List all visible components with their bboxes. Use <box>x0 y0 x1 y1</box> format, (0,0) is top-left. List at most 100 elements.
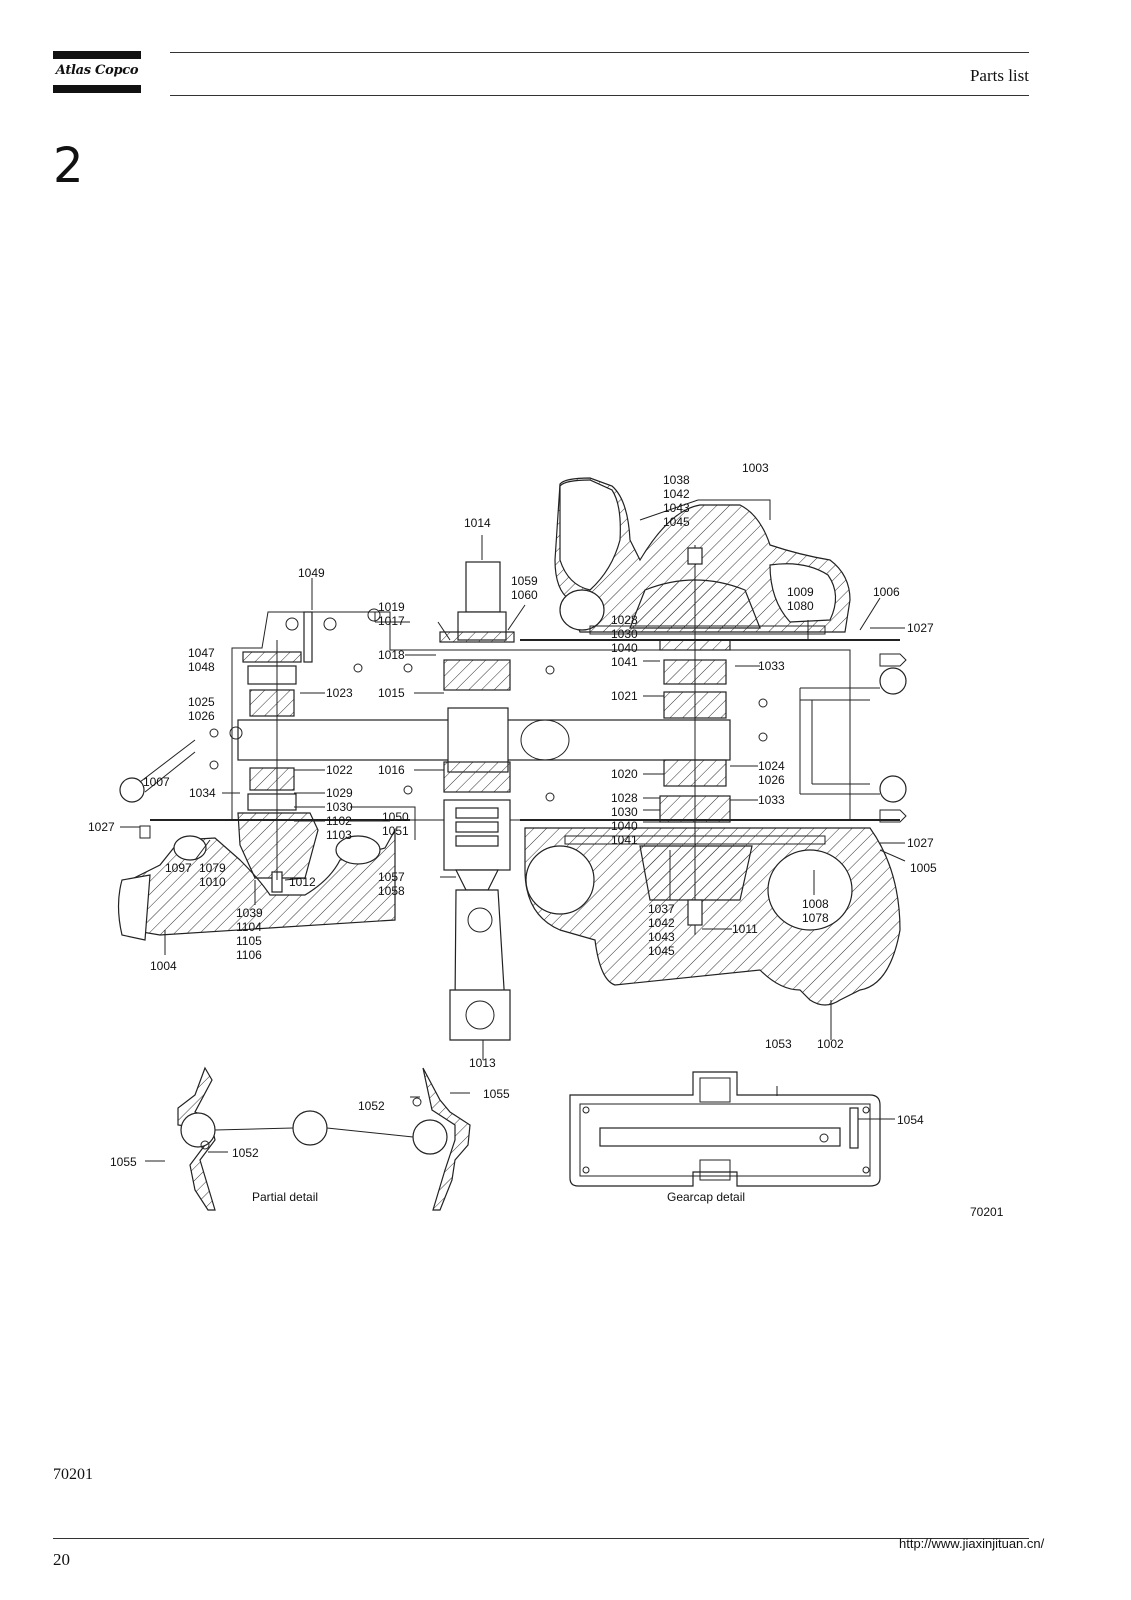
label-1013: 1013 <box>469 1056 496 1070</box>
label-1052-detail-left: 1052 <box>232 1146 259 1160</box>
gear-casing <box>209 608 851 821</box>
label-1104: 1104 <box>236 920 262 934</box>
label-1034: 1034 <box>189 786 216 800</box>
label-1097: 1097 <box>165 861 192 875</box>
label-1008: 1008 <box>802 897 829 911</box>
label-1055-detail-left: 1055 <box>110 1155 137 1169</box>
label-1027-top: 1027 <box>907 621 934 635</box>
label-1016: 1016 <box>378 763 405 777</box>
label-1026-left: 1026 <box>188 709 215 723</box>
label-1059: 1059 <box>511 574 538 588</box>
label-1042-bottom: 1042 <box>648 916 675 930</box>
label-1047: 1047 <box>188 646 215 660</box>
left-pinion-assembly <box>237 611 319 893</box>
logo-bar-top <box>53 51 141 59</box>
right-pinion-assembly <box>564 545 826 935</box>
label-1011: 1011 <box>732 922 758 936</box>
label-1005: 1005 <box>910 861 937 875</box>
label-1012: 1012 <box>289 875 316 889</box>
brand-logo: Atlas Copco <box>55 63 139 78</box>
label-1053: 1053 <box>765 1037 792 1051</box>
label-1060: 1060 <box>511 588 538 602</box>
lower-volute-housing <box>524 827 901 1006</box>
label-1057: 1057 <box>378 870 405 884</box>
label-1050: 1050 <box>382 810 409 824</box>
label-1049: 1049 <box>298 566 325 580</box>
gearcap-detail-caption: Gearcap detail <box>667 1190 745 1204</box>
label-1010: 1010 <box>199 875 226 889</box>
label-1030-left: 1030 <box>326 800 353 814</box>
label-1028-lower: 1028 <box>611 791 638 805</box>
label-1015: 1015 <box>378 686 405 700</box>
label-1014: 1014 <box>464 516 491 530</box>
label-1102: 1102 <box>326 814 352 828</box>
label-1027-left: 1027 <box>88 820 115 834</box>
label-1006: 1006 <box>873 585 900 599</box>
label-1040-upper: 1040 <box>611 641 638 655</box>
piping <box>119 639 907 839</box>
label-1045-top: 1045 <box>663 515 690 529</box>
label-1039: 1039 <box>236 906 263 920</box>
label-1003: 1003 <box>742 461 769 475</box>
label-1028-upper: 1028 <box>611 613 638 627</box>
diagram-id: 70201 <box>53 1466 93 1483</box>
label-1007: 1007 <box>143 775 170 789</box>
label-1048: 1048 <box>188 660 215 674</box>
label-1041-upper: 1041 <box>611 655 638 669</box>
label-1058: 1058 <box>378 884 405 898</box>
label-1043-top: 1043 <box>663 501 690 515</box>
leader-lines <box>120 499 906 1060</box>
label-1002: 1002 <box>817 1037 844 1051</box>
label-1106: 1106 <box>236 948 262 962</box>
label-1033-upper: 1033 <box>758 659 785 673</box>
partial-detail <box>145 1066 471 1211</box>
label-1027-right: 1027 <box>907 836 934 850</box>
label-1043-bottom: 1043 <box>648 930 675 944</box>
label-1042-top: 1042 <box>663 487 690 501</box>
left-volute-housing <box>117 827 396 941</box>
bull-gear-shaft <box>439 561 515 1041</box>
label-1017: 1017 <box>378 614 405 628</box>
label-1045-bottom: 1045 <box>648 944 675 958</box>
label-1030-lower: 1030 <box>611 805 638 819</box>
section-number: 2 <box>53 138 84 194</box>
page-number: 20 <box>53 1550 70 1569</box>
label-1080: 1080 <box>787 599 814 613</box>
label-1038: 1038 <box>663 473 690 487</box>
label-1051: 1051 <box>382 824 409 838</box>
label-1019: 1019 <box>378 600 405 614</box>
label-1103: 1103 <box>326 828 352 842</box>
label-1052-detail-right: 1052 <box>358 1099 385 1113</box>
label-1055-detail-right: 1055 <box>483 1087 510 1101</box>
label-1033-lower: 1033 <box>758 793 785 807</box>
label-1030-upper: 1030 <box>611 627 638 641</box>
label-1105: 1105 <box>236 934 262 948</box>
header-rule-top <box>170 52 1029 53</box>
logo-bar-bottom <box>53 85 141 93</box>
footer-rule <box>53 1538 1029 1539</box>
label-1018: 1018 <box>378 648 405 662</box>
section-label: Parts list <box>969 66 1029 85</box>
label-1041-lower: 1041 <box>611 833 638 847</box>
label-1025: 1025 <box>188 695 215 709</box>
label-1022: 1022 <box>326 763 353 777</box>
label-1004: 1004 <box>150 959 177 973</box>
label-1020: 1020 <box>611 767 638 781</box>
label-1026-right: 1026 <box>758 773 785 787</box>
label-1021: 1021 <box>611 689 638 703</box>
partial-detail-caption: Partial detail <box>252 1190 318 1204</box>
label-1078: 1078 <box>802 911 829 925</box>
label-1040-lower: 1040 <box>611 819 638 833</box>
label-1024: 1024 <box>758 759 785 773</box>
gearcap-detail <box>569 1071 895 1187</box>
label-1029: 1029 <box>326 786 353 800</box>
footer-url-link[interactable]: http://www.jiaxinjituan.cn/ <box>899 1536 1045 1551</box>
header-rule-bottom <box>170 95 1029 96</box>
label-1037: 1037 <box>648 902 675 916</box>
callout-labels: 1003 1038 1042 1043 1045 1014 1059 1060 … <box>88 461 1004 1219</box>
label-1079: 1079 <box>199 861 226 875</box>
label-1023: 1023 <box>326 686 353 700</box>
drawing-number: 70201 <box>970 1205 1004 1219</box>
label-1054: 1054 <box>897 1113 924 1127</box>
